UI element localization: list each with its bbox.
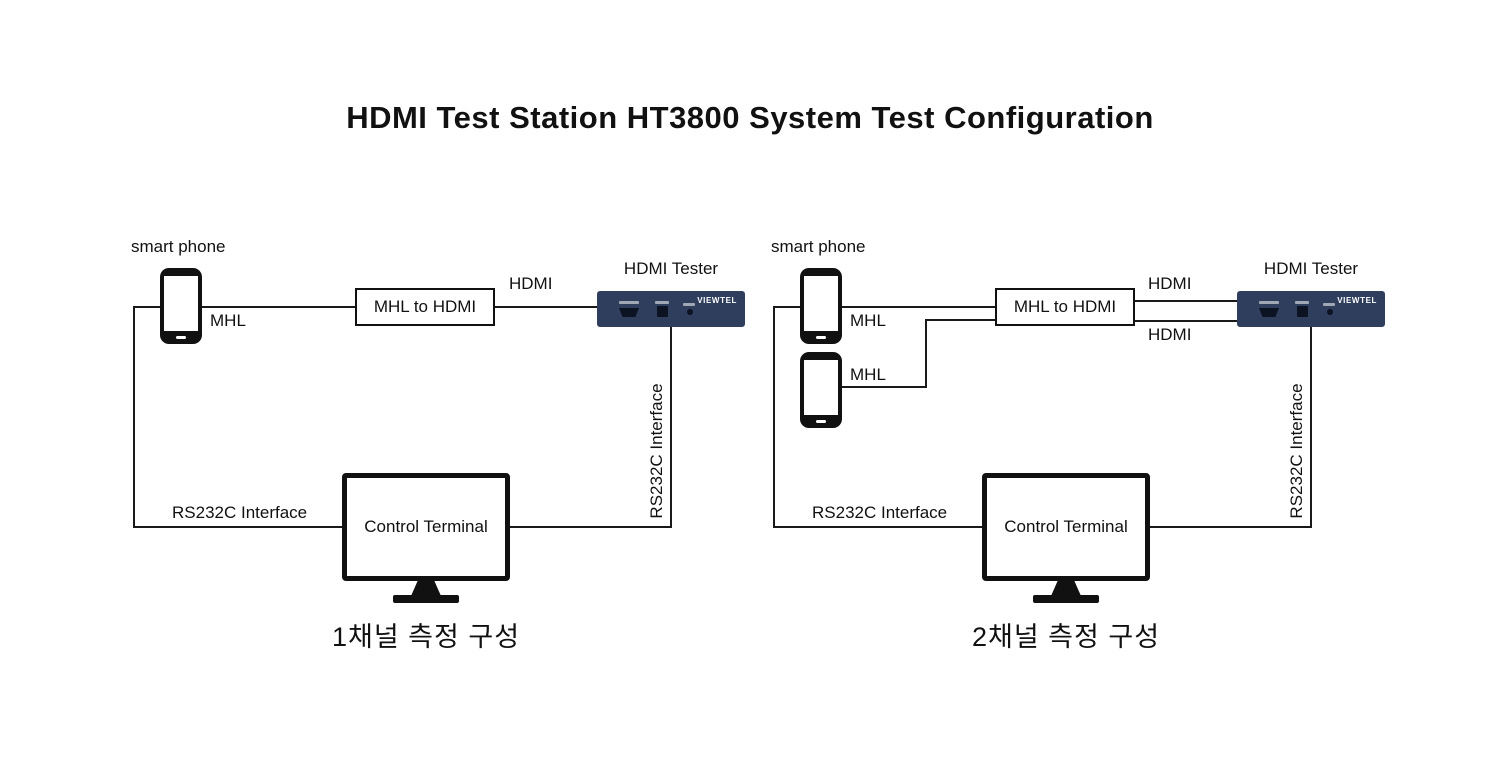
converter-label: MHL to HDMI: [1013, 297, 1117, 316]
control-terminal: Control Terminal: [342, 473, 510, 581]
rs232c-vertical-label: RS232C Interface: [1287, 383, 1306, 519]
monitor-stand-icon: [411, 581, 441, 596]
rs232c-label: RS232C Interface: [812, 503, 948, 522]
rs232c-label: RS232C Interface: [172, 503, 308, 522]
smartphone-label: smart phone: [771, 237, 866, 256]
phone-screen-icon: [804, 276, 838, 331]
usb-port-icon: [657, 306, 668, 317]
port-label-mark: [619, 301, 639, 304]
port-label-mark: [655, 301, 669, 304]
phone-home-button-icon: [816, 336, 826, 339]
connector-line: [925, 319, 995, 321]
control-terminal-label: Control Terminal: [364, 517, 488, 536]
hdmi-tester-label: HDMI Tester: [1263, 259, 1359, 278]
port-label-mark: [1295, 301, 1309, 304]
connector-line: [925, 319, 927, 388]
connector-line: [1135, 300, 1237, 302]
connector-line: [1135, 320, 1237, 322]
hdmi-label-1: HDMI: [1148, 274, 1192, 293]
port-label-mark: [1323, 303, 1335, 306]
hdmi-port-icon: [1259, 308, 1279, 317]
viewtel-brand: VIEWTEL: [1337, 296, 1377, 305]
connector-line: [133, 306, 160, 308]
reset-button-icon: [687, 309, 693, 315]
viewtel-brand: VIEWTEL: [697, 296, 737, 305]
reset-button-icon: [1327, 309, 1333, 315]
hdmi-port-icon: [619, 308, 639, 317]
hdmi-tester-device: VIEWTEL: [597, 291, 745, 327]
connector-line: [842, 306, 995, 308]
connector-line: [202, 306, 355, 308]
control-terminal-label: Control Terminal: [1004, 517, 1128, 536]
hdmi-label-2: HDMI: [1148, 325, 1192, 344]
diagram-caption: 2채널 측정 구성: [971, 622, 1161, 652]
connector-line: [495, 306, 597, 308]
mhl-to-hdmi-converter: MHL to HDMI: [355, 288, 495, 326]
monitor-base-icon: [1033, 595, 1099, 603]
converter-label: MHL to HDMI: [373, 297, 477, 316]
connector-line: [842, 386, 925, 388]
usb-port-icon: [1297, 306, 1308, 317]
hdmi-tester-label: HDMI Tester: [623, 259, 719, 278]
connector-line: [510, 526, 672, 528]
hdmi-tester-device: VIEWTEL: [1237, 291, 1385, 327]
connector-line: [133, 306, 135, 528]
phone-screen-icon: [804, 360, 838, 415]
port-label-mark: [683, 303, 695, 306]
connector-line: [1150, 526, 1312, 528]
mhl-label-2: MHL: [850, 365, 886, 384]
connector-line: [773, 526, 982, 528]
phone-home-button-icon: [816, 420, 826, 423]
connector-line: [670, 327, 672, 528]
smartphone-icon-1: [800, 268, 842, 344]
smartphone-icon: [160, 268, 202, 344]
phone-screen-icon: [164, 276, 198, 331]
rs232c-vertical-label: RS232C Interface: [647, 383, 666, 519]
mhl-label: MHL: [210, 311, 246, 330]
monitor-stand-icon: [1051, 581, 1081, 596]
phone-home-button-icon: [176, 336, 186, 339]
smartphone-label: smart phone: [131, 237, 226, 256]
hdmi-label: HDMI: [509, 274, 553, 293]
mhl-label-1: MHL: [850, 311, 886, 330]
control-terminal: Control Terminal: [982, 473, 1150, 581]
port-label-mark: [1259, 301, 1279, 304]
monitor-base-icon: [393, 595, 459, 603]
connector-line: [1310, 327, 1312, 528]
smartphone-icon-2: [800, 352, 842, 428]
diagram-caption: 1채널 측정 구성: [331, 622, 521, 652]
page-title: HDMI Test Station HT3800 System Test Con…: [346, 100, 1154, 135]
connector-line: [773, 306, 775, 528]
mhl-to-hdmi-converter: MHL to HDMI: [995, 288, 1135, 326]
connector-line: [133, 526, 342, 528]
connector-line: [773, 306, 800, 308]
